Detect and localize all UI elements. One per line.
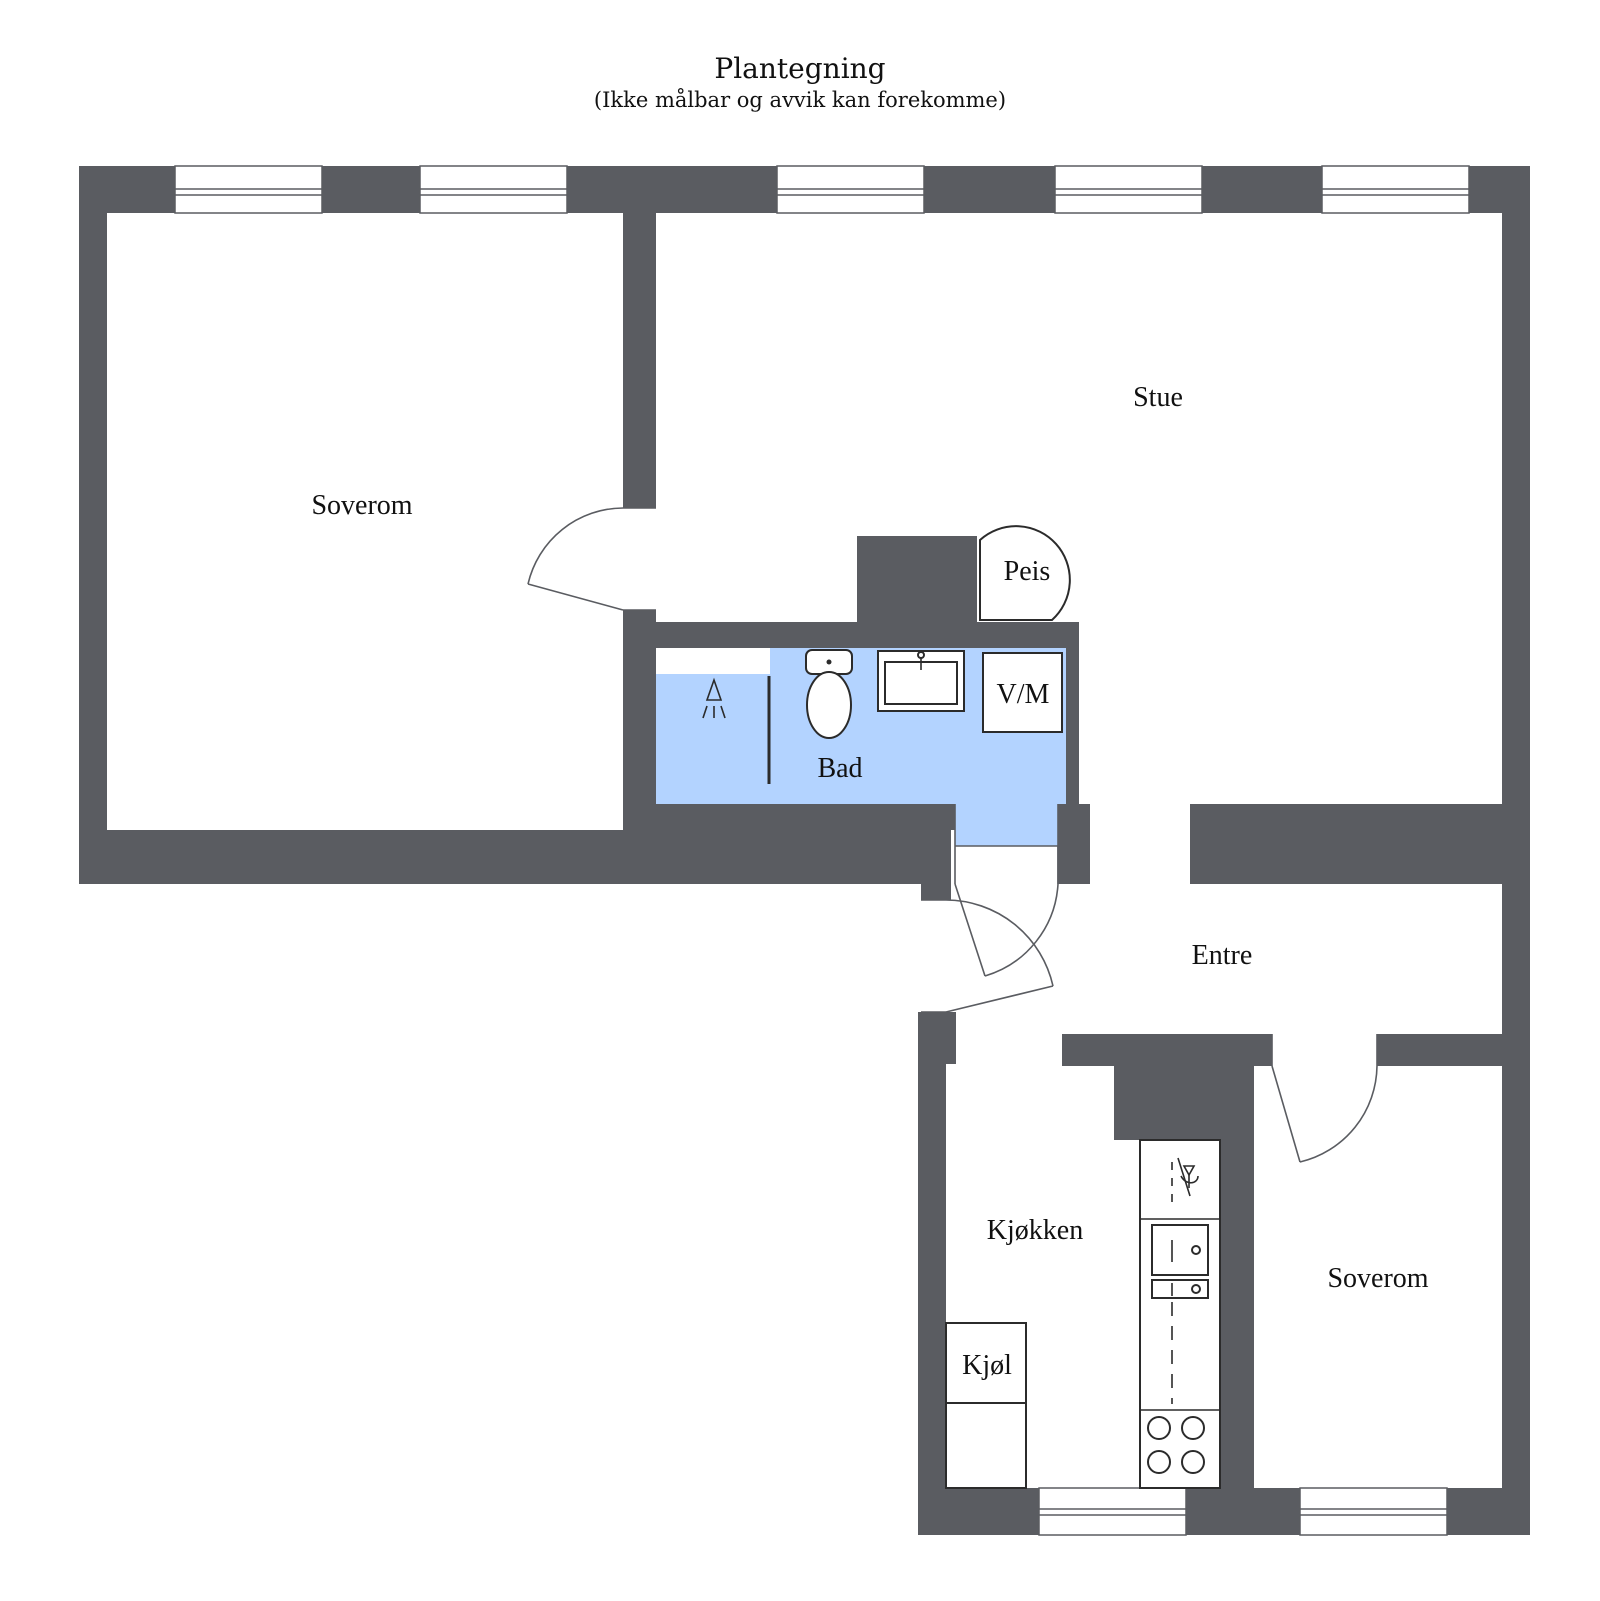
doors: [527, 507, 1378, 1163]
room-label-kjokken: Kjøkken: [987, 1215, 1083, 1246]
plan-title: Plantegning: [714, 52, 886, 85]
window: [419, 165, 568, 214]
window: [1321, 165, 1470, 214]
room-label-stue: Stue: [1133, 382, 1183, 413]
window: [776, 165, 925, 214]
double-sink-icon: [1151, 1224, 1209, 1299]
window: [1299, 1487, 1448, 1536]
sink-icon: [877, 650, 965, 712]
room-label-peis: Peis: [1004, 556, 1051, 587]
walls: [79, 166, 1530, 1535]
room-label-kjol: Kjøl: [962, 1350, 1012, 1381]
room-label-soverom-2: Soverom: [1327, 1263, 1428, 1294]
room-labels: Soverom Stue Peis V/M Bad Entre Kjøkken …: [311, 382, 1428, 1381]
door-soverom: [527, 507, 656, 611]
door-bad: [954, 804, 1059, 977]
kitchen-fixtures: [945, 1139, 1221, 1489]
window: [174, 165, 323, 214]
room-label-bad: Bad: [817, 753, 862, 784]
door-entrance: [921, 899, 1054, 1013]
toilet-icon: [805, 649, 853, 739]
washing-machine-box: [982, 652, 1063, 733]
room-label-soverom-1: Soverom: [311, 490, 412, 521]
shower-icon: [702, 677, 726, 719]
door-soverom-2: [1271, 1034, 1378, 1163]
stove-icon: [1147, 1416, 1205, 1474]
fireplace-shape: [979, 525, 1071, 621]
room-label-vm: V/M: [997, 679, 1050, 710]
window: [1054, 165, 1203, 214]
fridge-box: [945, 1322, 1027, 1404]
tap-icon: [1171, 1157, 1199, 1202]
room-label-entre: Entre: [1192, 940, 1253, 971]
windows: [174, 165, 1470, 1536]
cabinet-box: [945, 1402, 1027, 1489]
window: [1038, 1487, 1187, 1536]
bathroom-fixtures: [702, 649, 1063, 784]
plan-subtitle: (Ikke målbar og avvik kan forekomme): [593, 88, 1007, 112]
